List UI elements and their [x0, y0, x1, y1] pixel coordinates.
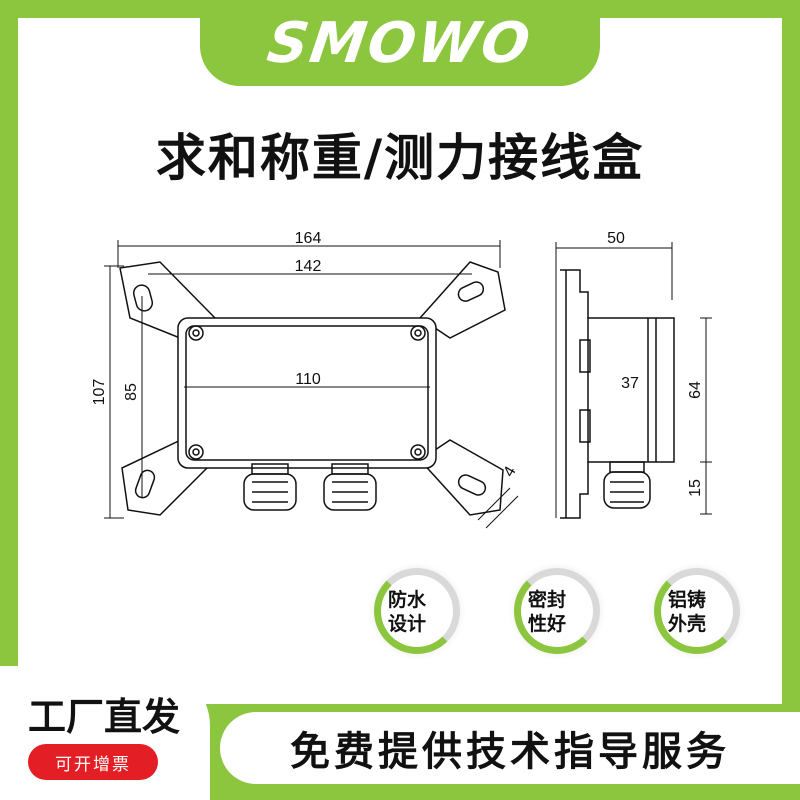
feature-line2: 设计	[388, 613, 427, 635]
feature-badge-aluminum: 铝铸 外壳	[654, 568, 764, 658]
dim-overall-depth: 50	[607, 230, 625, 247]
bracket-top-right	[418, 261, 506, 339]
feature-line1: 铝铸	[668, 589, 707, 611]
invoice-badge: 可开增票	[28, 744, 158, 780]
frame-top-right	[590, 0, 800, 18]
bracket-bottom-right	[418, 439, 504, 516]
dim-bracket-thickness: 4	[501, 464, 520, 480]
feature-line1: 密封	[528, 589, 567, 611]
dim-box-depth: 37	[621, 375, 639, 392]
dim-box-height: 64	[687, 381, 704, 399]
feature-line2: 外壳	[668, 613, 707, 635]
frame-top-left	[0, 0, 210, 18]
factory-direct-label: 工厂直发	[28, 695, 181, 739]
feature-line2: 性好	[528, 613, 567, 635]
product-title: 求和称重/测力接线盒	[155, 129, 645, 187]
dim-gland-height: 15	[687, 479, 704, 497]
frame-left	[0, 0, 18, 800]
frame-right	[782, 0, 800, 800]
dim-hole-spacing: 142	[295, 258, 322, 275]
logo-tab: SMOWO	[200, 0, 600, 86]
progress-ring-icon	[654, 568, 740, 654]
dim-box-width: 110	[295, 371, 321, 388]
service-text: 免费提供技术指导服务	[290, 729, 730, 775]
progress-ring-icon	[514, 568, 600, 654]
feature-badge-waterproof: 防水 设计	[374, 568, 484, 658]
dim-overall-width: 164	[295, 230, 322, 247]
feature-badge-sealed: 密封 性好	[514, 568, 624, 658]
progress-ring-icon	[374, 568, 460, 654]
dim-overall-height: 107	[91, 379, 108, 406]
service-banner: 免费提供技术指导服务	[220, 712, 800, 784]
feature-line1: 防水	[388, 589, 427, 611]
dim-hole-height: 85	[123, 383, 140, 401]
